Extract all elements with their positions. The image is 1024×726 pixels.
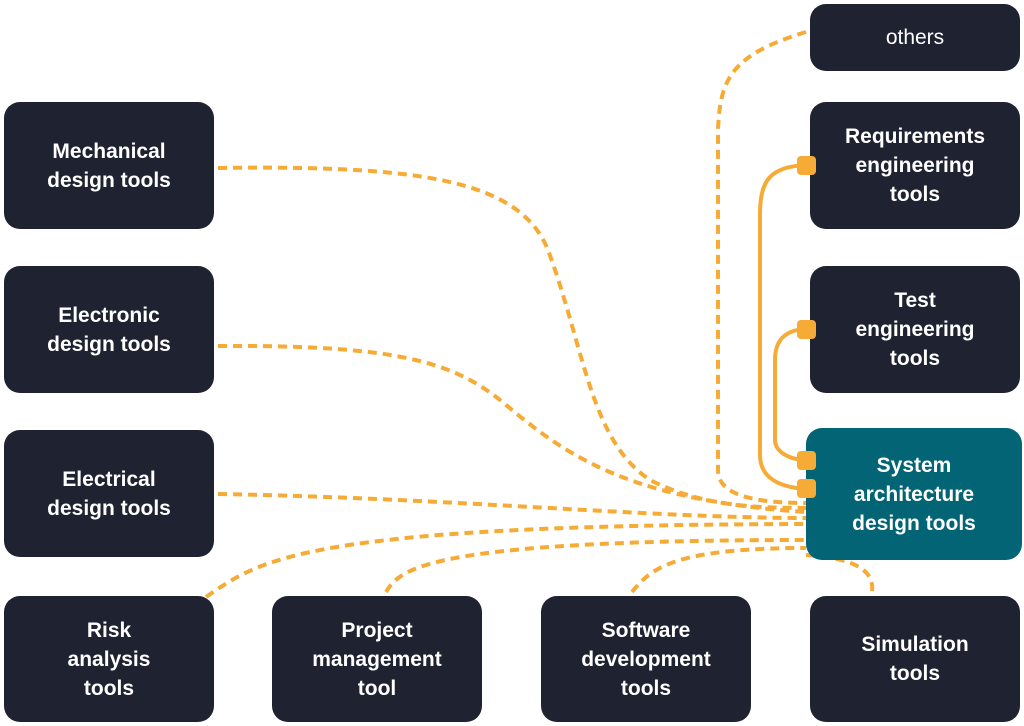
connector-mechanical	[217, 165, 807, 510]
connector-simulation	[805, 553, 875, 593]
system-architecture-design-tools-box: System architecture design tools	[806, 428, 1022, 560]
requirements-port	[797, 156, 816, 175]
connector-software	[630, 546, 807, 594]
system-port-test	[797, 451, 816, 470]
test-engineering-tools-box: Test engineering tools	[810, 266, 1020, 393]
test-port	[797, 320, 816, 339]
solid-link-test	[773, 327, 807, 462]
electronic-design-tools-label: Electronic design tools	[47, 303, 171, 356]
others-label: others	[885, 26, 945, 49]
mechanical-design-tools-label: Mechanical design tools	[47, 139, 171, 192]
connector-risk	[204, 522, 807, 599]
simulation-tools-label: Simulation tools	[861, 633, 969, 685]
requirements-engineering-tools-box: Requirements engineering tools	[810, 102, 1020, 229]
system-architecture-design-tools-label: System architecture design tools	[852, 453, 976, 535]
risk-analysis-tools-label: Risk analysis tools	[67, 618, 151, 700]
software-development-tools-label: Software development tools	[581, 618, 711, 700]
electronic-design-tools-box: Electronic design tools	[4, 266, 214, 393]
project-management-tool-label: Project management tool	[312, 618, 442, 700]
connector-project	[384, 538, 807, 594]
risk-analysis-tools-box: Risk analysis tools	[4, 596, 214, 722]
others-box: others	[810, 4, 1020, 71]
system-port-requirements	[797, 479, 816, 498]
requirements-engineering-tools-label: Requirements engineering tools	[844, 125, 986, 206]
electrical-design-tools-label: Electrical design tools	[47, 467, 171, 520]
connector-others	[716, 30, 807, 505]
connector-electronic	[217, 343, 807, 514]
mechanical-design-tools-box: Mechanical design tools	[4, 102, 214, 229]
project-management-tool-box: Project management tool	[272, 596, 482, 722]
electrical-design-tools-box: Electrical design tools	[4, 430, 214, 557]
test-engineering-tools-label: Test engineering tools	[855, 289, 975, 370]
simulation-tools-box: Simulation tools	[810, 596, 1020, 722]
connector-electrical	[217, 492, 807, 520]
solid-link-requirements	[758, 163, 807, 491]
software-development-tools-box: Software development tools	[541, 596, 751, 722]
